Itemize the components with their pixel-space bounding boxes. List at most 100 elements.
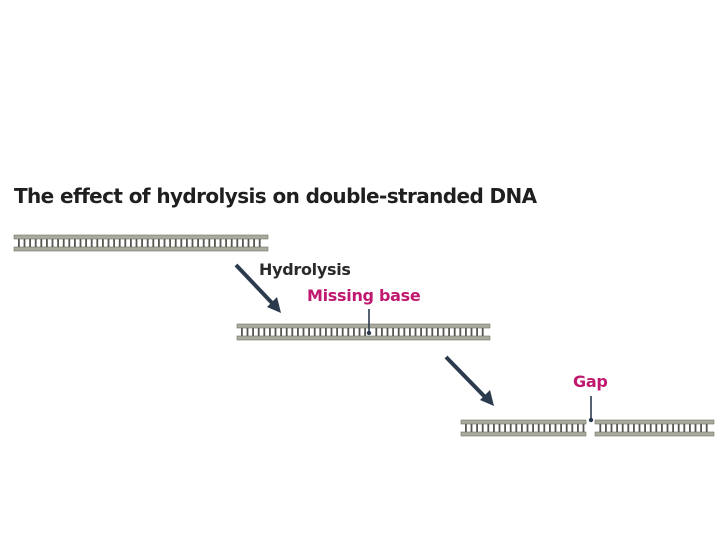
base-pair xyxy=(459,328,462,336)
base-pair xyxy=(263,328,266,336)
bottom-strand xyxy=(13,246,269,252)
base-pair xyxy=(141,239,143,247)
base-pair xyxy=(174,239,177,247)
base-pair xyxy=(386,328,389,336)
bottom-strand-left xyxy=(460,431,587,437)
base-pair xyxy=(549,424,551,432)
base-pair xyxy=(358,328,361,336)
base-pair xyxy=(325,328,327,336)
base-pair xyxy=(297,328,299,336)
missing-base-label: Missing base xyxy=(307,286,421,305)
base-pair xyxy=(197,239,199,247)
base-pair xyxy=(470,424,473,432)
base-pair xyxy=(425,328,428,336)
base-pair xyxy=(208,239,211,247)
base-pair xyxy=(554,424,557,432)
base-pair xyxy=(23,239,26,247)
dna-strand-missing-base xyxy=(236,323,491,341)
hydrolysis-label: Hydrolysis xyxy=(259,260,351,279)
base-pair xyxy=(403,328,406,336)
hydrolysis-arrow-icon xyxy=(234,263,281,313)
base-pair xyxy=(258,239,261,247)
base-pair xyxy=(666,424,669,432)
top-strand-left xyxy=(460,419,587,425)
base-pair xyxy=(57,239,59,247)
dna-strand-intact xyxy=(13,234,269,252)
dna-strand-gap xyxy=(460,419,715,437)
base-pair xyxy=(90,239,93,247)
base-pair xyxy=(118,239,121,247)
base-pair xyxy=(476,328,478,336)
base-pair xyxy=(79,239,82,247)
base-pair xyxy=(437,328,439,336)
base-pair xyxy=(605,424,607,432)
base-pair xyxy=(498,424,501,432)
base-pair xyxy=(487,424,490,432)
base-pair xyxy=(381,328,383,336)
base-pair xyxy=(34,239,37,247)
base-pair xyxy=(169,239,171,247)
base-pair xyxy=(375,328,378,336)
base-pair xyxy=(476,424,478,432)
base-pair xyxy=(285,328,288,336)
bottom-strand-right xyxy=(594,431,715,437)
base-pair xyxy=(242,239,244,247)
base-pair xyxy=(493,424,495,432)
base-pair xyxy=(236,239,239,247)
base-pair xyxy=(621,424,624,432)
base-pair xyxy=(700,424,702,432)
base-pair xyxy=(677,424,680,432)
base-pair xyxy=(96,239,99,247)
base-pair xyxy=(230,239,233,247)
base-pair xyxy=(241,328,243,336)
base-pair xyxy=(453,328,456,336)
base-pair xyxy=(364,328,366,336)
base-pair xyxy=(191,239,194,247)
base-pair xyxy=(481,424,484,432)
base-pair xyxy=(180,239,183,247)
second-arrow-icon xyxy=(444,355,494,406)
base-pair xyxy=(219,239,222,247)
gap-label: Gap xyxy=(573,372,608,391)
base-pair xyxy=(46,239,48,247)
base-pair xyxy=(470,328,473,336)
base-pair xyxy=(18,239,20,247)
base-pair xyxy=(74,239,76,247)
base-pair xyxy=(302,328,305,336)
base-pair xyxy=(420,328,422,336)
base-pair xyxy=(504,424,506,432)
base-pair xyxy=(186,239,188,247)
base-pair xyxy=(257,328,260,336)
base-pair xyxy=(225,239,227,247)
base-pair xyxy=(336,328,338,336)
base-pair xyxy=(649,424,652,432)
base-pair xyxy=(269,328,271,336)
base-pair xyxy=(638,424,641,432)
base-pair xyxy=(107,239,110,247)
base-pair xyxy=(214,239,216,247)
top-strand xyxy=(13,234,269,240)
base-pair xyxy=(341,328,344,336)
base-pair xyxy=(655,424,658,432)
base-pair xyxy=(397,328,400,336)
base-pair xyxy=(672,424,674,432)
base-pair xyxy=(442,328,445,336)
base-pair xyxy=(152,239,155,247)
base-pair xyxy=(465,424,467,432)
base-pair xyxy=(599,424,602,432)
base-pair xyxy=(515,424,518,432)
base-pair xyxy=(347,328,350,336)
base-pair xyxy=(610,424,613,432)
base-pair xyxy=(158,239,160,247)
base-pair xyxy=(247,239,250,247)
base-pair xyxy=(481,328,484,336)
base-pair xyxy=(577,424,579,432)
base-pair xyxy=(694,424,697,432)
base-pair xyxy=(62,239,65,247)
base-pair xyxy=(330,328,333,336)
base-pair xyxy=(291,328,294,336)
base-pair xyxy=(246,328,249,336)
base-pair xyxy=(29,239,31,247)
base-pair xyxy=(689,424,691,432)
